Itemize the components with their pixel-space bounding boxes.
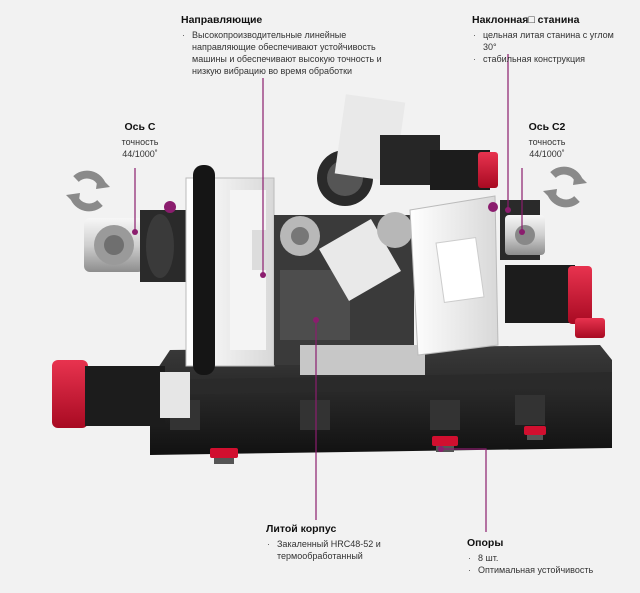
main-motor <box>52 360 190 428</box>
callout-bed-title: Наклонная□ станина <box>472 14 580 26</box>
callout-axis-c2: Ось С2 точность 44/1000˚ <box>512 121 582 160</box>
callout-supports-list: 8 шт. Оптимальная устойчивость <box>467 552 627 576</box>
leader-lines <box>134 54 523 532</box>
callout-axis-c-item: точность <box>121 137 159 147</box>
callout-supports-title: Опоры <box>467 537 504 549</box>
callout-cast-body-item: Закаленный HRC48-52 и термообработанный <box>266 538 416 562</box>
callout-bed-item: цельная литая станина с углом 30° <box>472 29 622 53</box>
callout-axis-c2-title: Ось С2 <box>528 121 566 133</box>
tool-turret <box>317 94 440 248</box>
callout-guideways: Направляющие Высокопроизводительные лине… <box>181 14 396 77</box>
headstock <box>185 165 275 375</box>
rotate-arrows-icon <box>66 170 110 212</box>
callout-cast-body-title: Литой корпус <box>266 523 337 535</box>
callout-guideways-list: Высокопроизводительные линейные направля… <box>181 29 396 77</box>
callout-axis-c2-list: точность 44/1000˚ <box>512 136 582 160</box>
sub-spindle-housing <box>409 195 540 356</box>
callout-axis-c-list: точность 44/1000˚ <box>105 136 175 160</box>
callout-bed: Наклонная□ станина цельная литая станина… <box>472 14 622 65</box>
callout-axis-c-item: 44/1000˚ <box>122 149 158 159</box>
leader-supports <box>441 448 487 532</box>
callout-axis-c-title: Ось С <box>124 121 156 133</box>
callout-cast-body: Литой корпус Закаленный HRC48-52 и термо… <box>266 523 416 562</box>
machine-base <box>150 345 612 455</box>
callout-supports-item: Оптимальная устойчивость <box>467 564 627 576</box>
callout-axis-c2-item: точность <box>528 137 566 147</box>
callout-axis-c: Ось С точность 44/1000˚ <box>105 121 175 160</box>
callout-cast-body-list: Закаленный HRC48-52 и термообработанный <box>266 538 416 562</box>
sub-spindle-motor <box>505 265 605 338</box>
callout-guideways-item: Высокопроизводительные линейные направля… <box>181 29 396 77</box>
callout-bed-list: цельная литая станина с углом 30° стабил… <box>472 29 622 65</box>
leader-dots <box>132 207 525 452</box>
callout-guideways-title: Направляющие <box>181 14 263 26</box>
callout-supports: Опоры 8 шт. Оптимальная устойчивость <box>467 537 627 576</box>
rotate-arrows-icon <box>543 166 587 208</box>
callout-bed-item: стабильная конструкция <box>472 53 622 65</box>
turret-motor <box>430 150 498 190</box>
callout-axis-c2-item: 44/1000˚ <box>529 149 565 159</box>
callout-supports-item: 8 шт. <box>467 552 627 564</box>
